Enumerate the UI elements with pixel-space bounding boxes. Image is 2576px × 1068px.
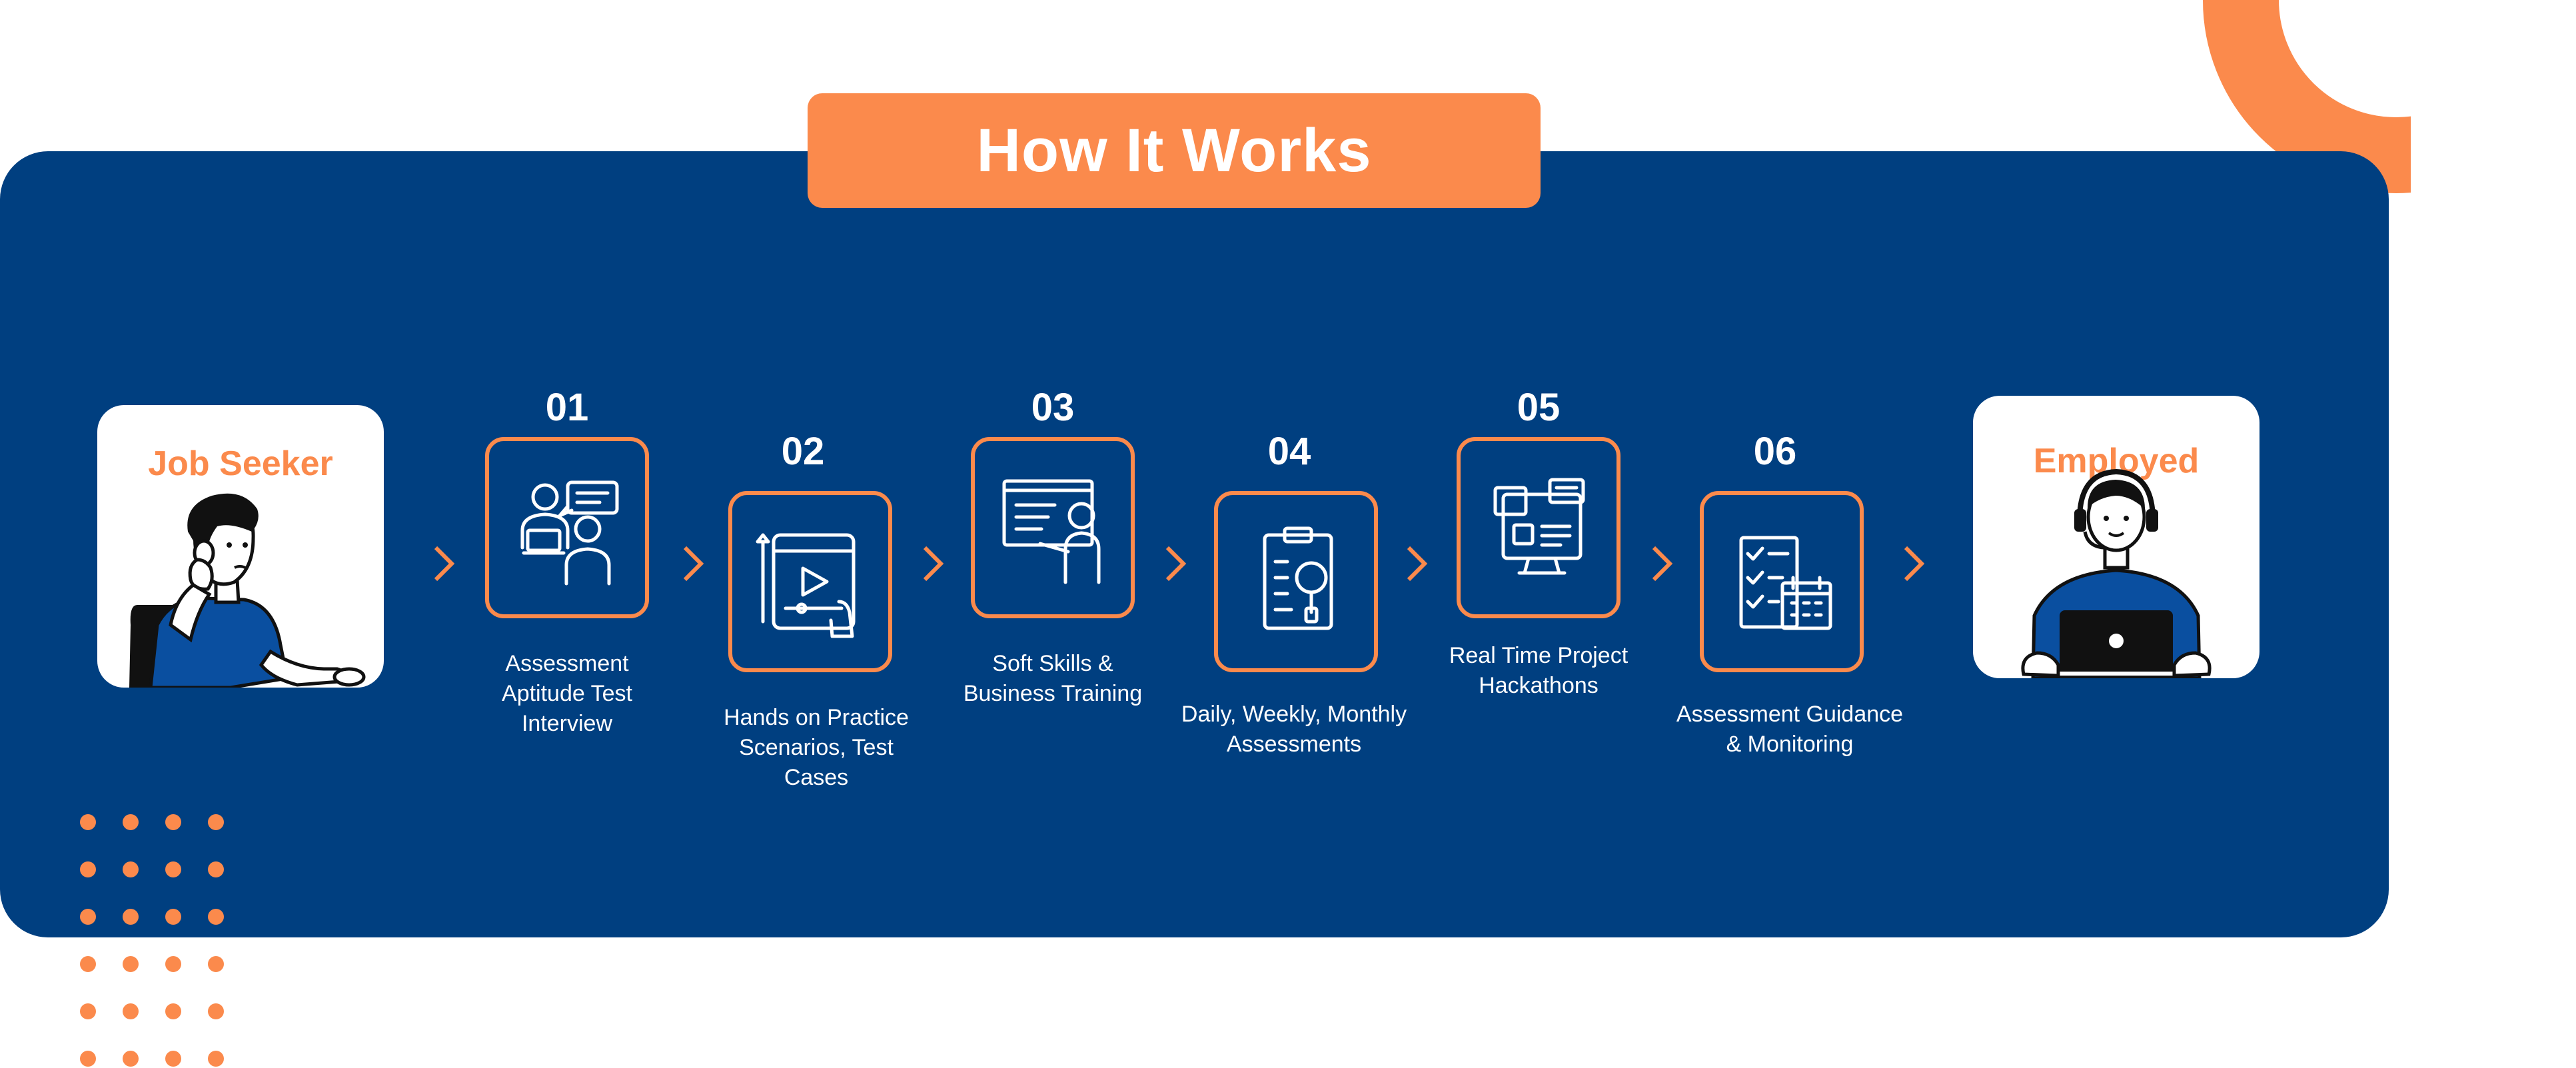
training-presentation-icon xyxy=(1002,479,1101,584)
chevron-right-icon xyxy=(923,546,944,582)
step-label-line: Real Time Project xyxy=(1449,643,1628,668)
decorative-dot xyxy=(80,909,96,925)
step-label-line: Daily, Weekly, Monthly xyxy=(1181,702,1407,727)
step-box-05 xyxy=(1457,437,1620,618)
decorative-dot xyxy=(208,814,224,830)
end-card: Employed xyxy=(1973,396,2259,678)
decorative-dot xyxy=(165,956,181,972)
decorative-dot xyxy=(80,1051,96,1067)
step-number-05: 05 xyxy=(1517,386,1561,429)
title-banner: How It Works xyxy=(808,93,1541,208)
step-label-line: Scenarios, Test xyxy=(739,735,894,760)
start-title: Job Seeker xyxy=(148,444,333,483)
decorative-dot xyxy=(165,909,181,925)
chevron-right-icon xyxy=(434,546,455,582)
chevron-right-icon xyxy=(1407,546,1428,582)
step-box-02 xyxy=(728,491,892,672)
step-number-01: 01 xyxy=(545,386,589,429)
step-label-line: Business Training xyxy=(963,681,1143,706)
decorative-dot xyxy=(123,1051,139,1067)
step-label-02: Hands on Practice Scenarios, Test Cases xyxy=(670,703,963,793)
decorative-dot xyxy=(123,814,139,830)
chevron-right-icon xyxy=(683,546,704,582)
decorative-dot xyxy=(208,861,224,877)
step-box-01 xyxy=(485,437,649,618)
decorative-dot xyxy=(80,814,96,830)
start-card: Job Seeker xyxy=(97,405,384,688)
decorative-dot xyxy=(165,1003,181,1019)
employed-illustration xyxy=(2021,468,2212,678)
step-box-04 xyxy=(1214,491,1378,672)
decorative-dot xyxy=(208,1003,224,1019)
decorative-dot xyxy=(80,861,96,877)
decorative-dot xyxy=(123,1003,139,1019)
step-label-06: Assessment Guidance & Monitoring xyxy=(1643,700,1936,760)
step-number-04: 04 xyxy=(1267,430,1311,473)
step-box-03 xyxy=(971,437,1135,618)
decorative-dot xyxy=(165,861,181,877)
decorative-dot xyxy=(165,814,181,830)
chevron-right-icon xyxy=(1165,546,1187,582)
step-number-06: 06 xyxy=(1753,430,1797,473)
project-dashboard-icon xyxy=(1493,478,1585,575)
step-label-04: Daily, Weekly, Monthly Assessments xyxy=(1147,700,1441,760)
decorative-dot xyxy=(80,956,96,972)
step-label-03: Soft Skills & Business Training xyxy=(906,649,1199,709)
decorative-dot xyxy=(208,1051,224,1067)
job-seeker-illustration xyxy=(129,493,366,688)
step-label-line: Assessments xyxy=(1226,732,1362,757)
clipboard-search-icon xyxy=(1263,526,1333,630)
chevron-right-icon xyxy=(1904,546,1925,582)
step-label-line: Soft Skills & xyxy=(992,651,1113,676)
decorative-dot xyxy=(123,909,139,925)
step-box-06 xyxy=(1700,491,1864,672)
chevron-right-icon xyxy=(1652,546,1673,582)
step-label-line: Cases xyxy=(784,765,849,790)
decorative-dot xyxy=(123,956,139,972)
decorative-dot xyxy=(208,909,224,925)
step-label-line: Assessment Guidance xyxy=(1676,702,1904,727)
page-title: How It Works xyxy=(976,116,1372,185)
checklist-calendar-icon xyxy=(1739,536,1832,630)
step-label-line: Interview xyxy=(521,711,613,736)
step-number-02: 02 xyxy=(781,430,825,473)
decorative-dot xyxy=(123,861,139,877)
step-label-line: Aptitude Test xyxy=(502,681,632,706)
decorative-dot xyxy=(165,1051,181,1067)
decorative-dot xyxy=(208,956,224,972)
video-practice-icon xyxy=(756,533,856,638)
step-label-line: Hackathons xyxy=(1479,673,1599,698)
step-label-line: & Monitoring xyxy=(1726,732,1854,757)
step-label-05: Real Time Project Hackathons xyxy=(1392,641,1685,701)
step-label-line: Assessment xyxy=(505,651,629,676)
step-label-line: Hands on Practice xyxy=(724,705,909,730)
step-label-01: Assessment Aptitude Test Interview xyxy=(420,649,714,739)
decorative-dot xyxy=(80,1003,96,1019)
step-number-03: 03 xyxy=(1031,386,1075,429)
interview-icon xyxy=(520,480,619,586)
